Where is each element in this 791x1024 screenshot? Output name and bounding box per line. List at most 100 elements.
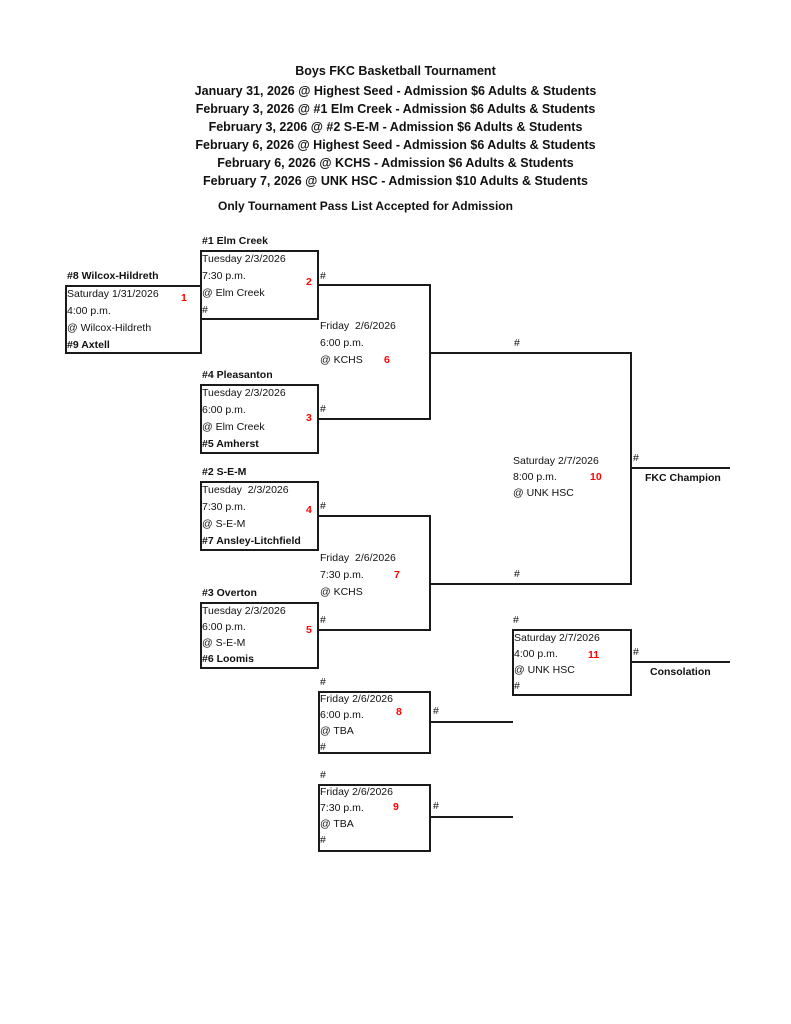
schedule-line-4: February 6, 2026 @ Highest Seed - Admiss… — [195, 138, 596, 152]
game4-date: Tuesday 2/3/2026 — [202, 484, 289, 496]
winner-game9-line — [429, 816, 513, 818]
game3-right-border — [317, 384, 319, 454]
game11-bottom-line — [512, 694, 632, 696]
game6-location: @ KCHS — [320, 354, 363, 366]
game6-time: 6:00 p.m. — [320, 337, 364, 349]
game1-date: Saturday 1/31/2026 — [67, 288, 159, 300]
game3-left-border — [200, 384, 202, 454]
game2-time: 7:30 p.m. — [202, 270, 246, 282]
game9-top-slot: # — [320, 769, 326, 781]
game5-time: 6:00 p.m. — [202, 621, 246, 633]
game9-left-border — [318, 784, 320, 852]
game1-top-line — [65, 285, 200, 287]
champion-line — [630, 467, 730, 469]
game11-top-slot: # — [513, 614, 519, 626]
game9-time: 7:30 p.m. — [320, 802, 364, 814]
winner-game8-slot: # — [433, 705, 439, 717]
game8-bottom-slot: # — [320, 741, 326, 753]
game11-location: @ UNK HSC — [514, 664, 575, 676]
game1-bottom-team: #9 Axtell — [67, 339, 110, 351]
game3-date: Tuesday 2/3/2026 — [202, 387, 286, 399]
consolation-slot: # — [633, 646, 639, 658]
game1-left-border — [65, 285, 67, 354]
game10-number: 10 — [590, 471, 602, 483]
game6-number: 6 — [384, 354, 390, 366]
game5-top-team: #3 Overton — [202, 587, 257, 599]
game2-top-team: #1 Elm Creek — [202, 235, 268, 247]
consolation-label: Consolation — [650, 666, 711, 678]
winner-game4-line — [317, 515, 431, 517]
game8-bottom-line — [318, 752, 431, 754]
game11-left-border — [512, 629, 514, 696]
game5-left-border — [200, 602, 202, 669]
schedule-line-6: February 7, 2026 @ UNK HSC - Admission $… — [203, 174, 588, 188]
game8-top-line — [318, 691, 431, 693]
game3-time: 6:00 p.m. — [202, 404, 246, 416]
winner-game6-line — [429, 352, 632, 354]
game8-top-slot: # — [320, 676, 326, 688]
game4-bottom-line — [200, 549, 319, 551]
winner-game3-slot: # — [320, 403, 326, 415]
game9-number: 9 — [393, 801, 399, 813]
schedule-line-2: February 3, 2026 @ #1 Elm Creek - Admiss… — [195, 102, 596, 116]
game4-bottom-team: #7 Ansley-Litchfield — [202, 535, 301, 547]
game5-bottom-team: #6 Loomis — [202, 653, 254, 665]
page-title: Boys FKC Basketball Tournament — [295, 64, 496, 78]
game4-top-team: #2 S-E-M — [202, 466, 247, 478]
game1-number: 1 — [181, 292, 187, 304]
game4-left-border — [200, 481, 202, 551]
game8-location: @ TBA — [320, 725, 354, 737]
game4-top-line — [200, 481, 319, 483]
game5-top-line — [200, 602, 319, 604]
schedule-line-3: February 3, 2206 @ #2 S-E-M - Admission … — [208, 120, 583, 134]
game6-date: Friday 2/6/2026 — [320, 320, 396, 332]
game5-right-border — [317, 602, 319, 669]
game7-time: 7:30 p.m. — [320, 569, 364, 581]
game11-number: 11 — [588, 649, 600, 661]
game5-date: Tuesday 2/3/2026 — [202, 605, 286, 617]
game9-top-line — [318, 784, 431, 786]
winner-game6-slot: # — [514, 337, 520, 349]
winner-game7-slot: # — [514, 568, 520, 580]
winner-game2-slot: # — [320, 270, 326, 282]
game10-time: 8:00 p.m. — [513, 471, 557, 483]
final-right-border — [630, 352, 632, 585]
game5-location: @ S-E-M — [202, 637, 246, 649]
game8-number: 8 — [396, 706, 402, 718]
game11-right-border — [630, 629, 632, 696]
game7-location: @ KCHS — [320, 586, 363, 598]
schedule-line-5: February 6, 2026 @ KCHS - Admission $6 A… — [217, 156, 574, 170]
game2-bottom-slot: # — [202, 304, 208, 316]
game1-game2-shared-border — [200, 250, 202, 354]
winner-game5-line — [317, 629, 431, 631]
game4-right-border — [317, 481, 319, 551]
game10-date: Saturday 2/7/2026 — [513, 455, 599, 467]
game1-location: @ Wilcox-Hildreth — [67, 322, 152, 334]
game5-number: 5 — [306, 624, 312, 636]
game2-bottom-line — [200, 318, 319, 320]
game2-location: @ Elm Creek — [202, 287, 265, 299]
game8-right-border — [429, 691, 431, 754]
game6-right-border — [429, 284, 431, 420]
game3-top-line — [200, 384, 319, 386]
game9-location: @ TBA — [320, 818, 354, 830]
game11-bottom-slot: # — [514, 680, 520, 692]
winner-game3-line — [317, 418, 431, 420]
consolation-line — [630, 661, 730, 663]
game9-bottom-line — [318, 850, 431, 852]
game8-date: Friday 2/6/2026 — [320, 693, 393, 705]
game4-number: 4 — [306, 504, 312, 516]
game3-top-team: #4 Pleasanton — [202, 369, 273, 381]
game3-location: @ Elm Creek — [202, 421, 265, 433]
game9-bottom-slot: # — [320, 834, 326, 846]
game7-right-border — [429, 515, 431, 631]
winner-game4-slot: # — [320, 500, 326, 512]
game10-location: @ UNK HSC — [513, 487, 574, 499]
game2-top-line — [200, 250, 319, 252]
game4-time: 7:30 p.m. — [202, 501, 246, 513]
winner-game5-slot: # — [320, 614, 326, 626]
game8-left-border — [318, 691, 320, 754]
admission-note: Only Tournament Pass List Accepted for A… — [218, 199, 513, 213]
game11-top-line — [512, 629, 632, 631]
